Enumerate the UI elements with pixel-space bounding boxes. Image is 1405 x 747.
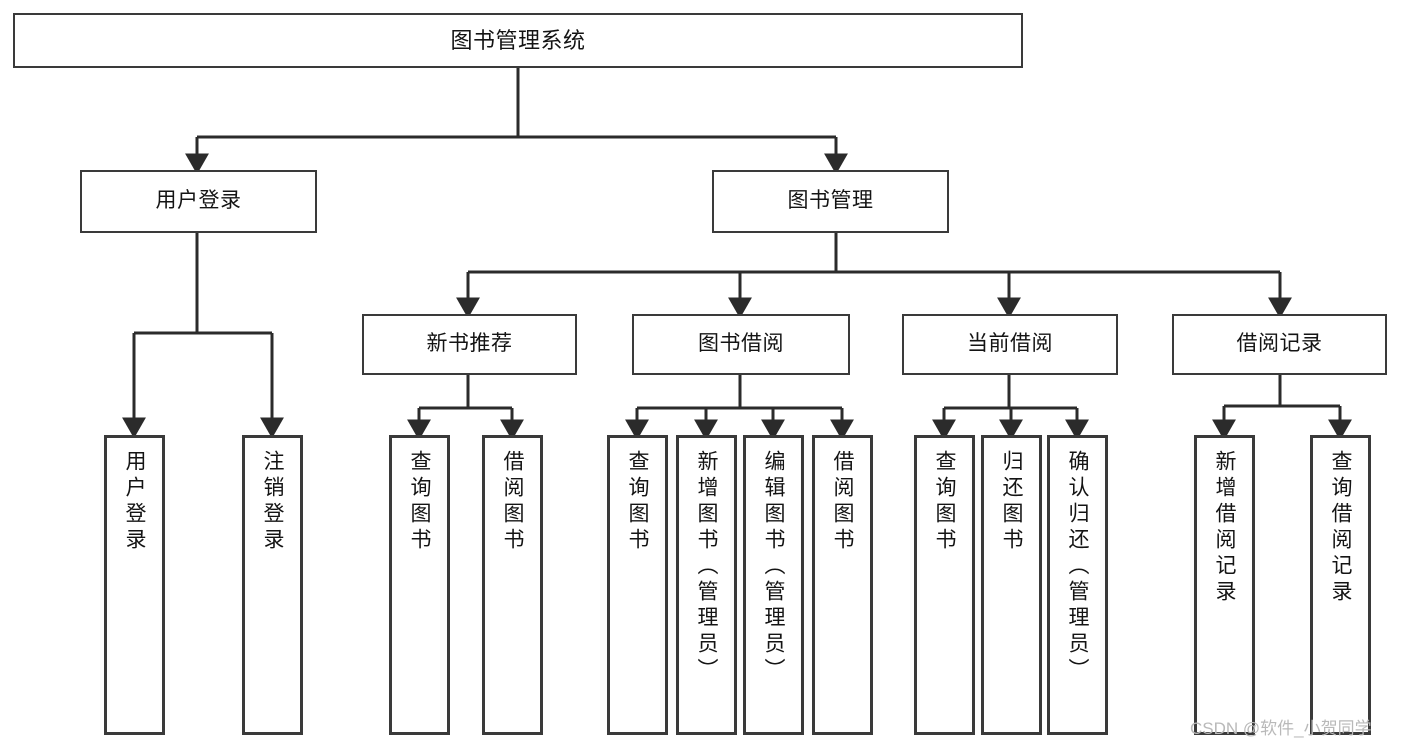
node-label: 当前借阅 [967, 332, 1053, 356]
node-borrow-record[interactable]: 借阅记录 [1172, 314, 1387, 375]
node-user-login[interactable]: 用户登录 [80, 170, 317, 233]
leaf-book-borrow-borrow[interactable]: 借阅图书 [812, 435, 873, 735]
leaf-book-borrow-query[interactable]: 查询图书 [607, 435, 668, 735]
node-label: 图书管理系统 [450, 27, 586, 53]
node-label: 归还图书 [1000, 450, 1023, 554]
node-root-system[interactable]: 图书管理系统 [13, 13, 1023, 68]
node-label: 查询借阅记录 [1329, 450, 1352, 606]
node-label: 新书推荐 [426, 332, 513, 356]
leaf-current-borrow-return[interactable]: 归还图书 [981, 435, 1042, 735]
leaf-new-book-query[interactable]: 查询图书 [389, 435, 450, 735]
leaf-borrow-record-add[interactable]: 新增借阅记录 [1194, 435, 1255, 735]
node-label: 查询图书 [933, 450, 956, 554]
node-label: 注销登录 [261, 450, 284, 554]
node-label: 查询图书 [626, 450, 649, 554]
leaf-new-book-borrow[interactable]: 借阅图书 [482, 435, 543, 735]
node-label: 新增图书（管理员） [695, 450, 718, 684]
node-label: 新增借阅记录 [1213, 450, 1236, 606]
node-label: 用户登录 [123, 450, 146, 554]
leaf-borrow-record-query[interactable]: 查询借阅记录 [1310, 435, 1371, 735]
node-book-management[interactable]: 图书管理 [712, 170, 949, 233]
node-book-borrow[interactable]: 图书借阅 [632, 314, 850, 375]
leaf-book-borrow-add[interactable]: 新增图书（管理员） [676, 435, 737, 735]
csdn-watermark: CSDN @软件_小贺同学 [1190, 719, 1372, 738]
node-current-borrow[interactable]: 当前借阅 [902, 314, 1118, 375]
node-label: 确认归还（管理员） [1066, 450, 1089, 684]
node-label: 用户登录 [155, 189, 242, 213]
node-label: 图书借阅 [698, 332, 784, 356]
node-new-book-recommend[interactable]: 新书推荐 [362, 314, 577, 375]
leaf-book-borrow-edit[interactable]: 编辑图书（管理员） [743, 435, 804, 735]
node-label: 查询图书 [408, 450, 431, 554]
node-label: 图书管理 [787, 189, 874, 213]
leaf-user-login-login[interactable]: 用户登录 [104, 435, 165, 735]
leaf-user-login-logout[interactable]: 注销登录 [242, 435, 303, 735]
leaf-current-borrow-confirm-return[interactable]: 确认归还（管理员） [1047, 435, 1108, 735]
node-label: 借阅记录 [1236, 332, 1323, 356]
node-label: 编辑图书（管理员） [762, 450, 785, 684]
leaf-current-borrow-query[interactable]: 查询图书 [914, 435, 975, 735]
node-label: 借阅图书 [501, 450, 524, 554]
node-label: 借阅图书 [831, 450, 854, 554]
